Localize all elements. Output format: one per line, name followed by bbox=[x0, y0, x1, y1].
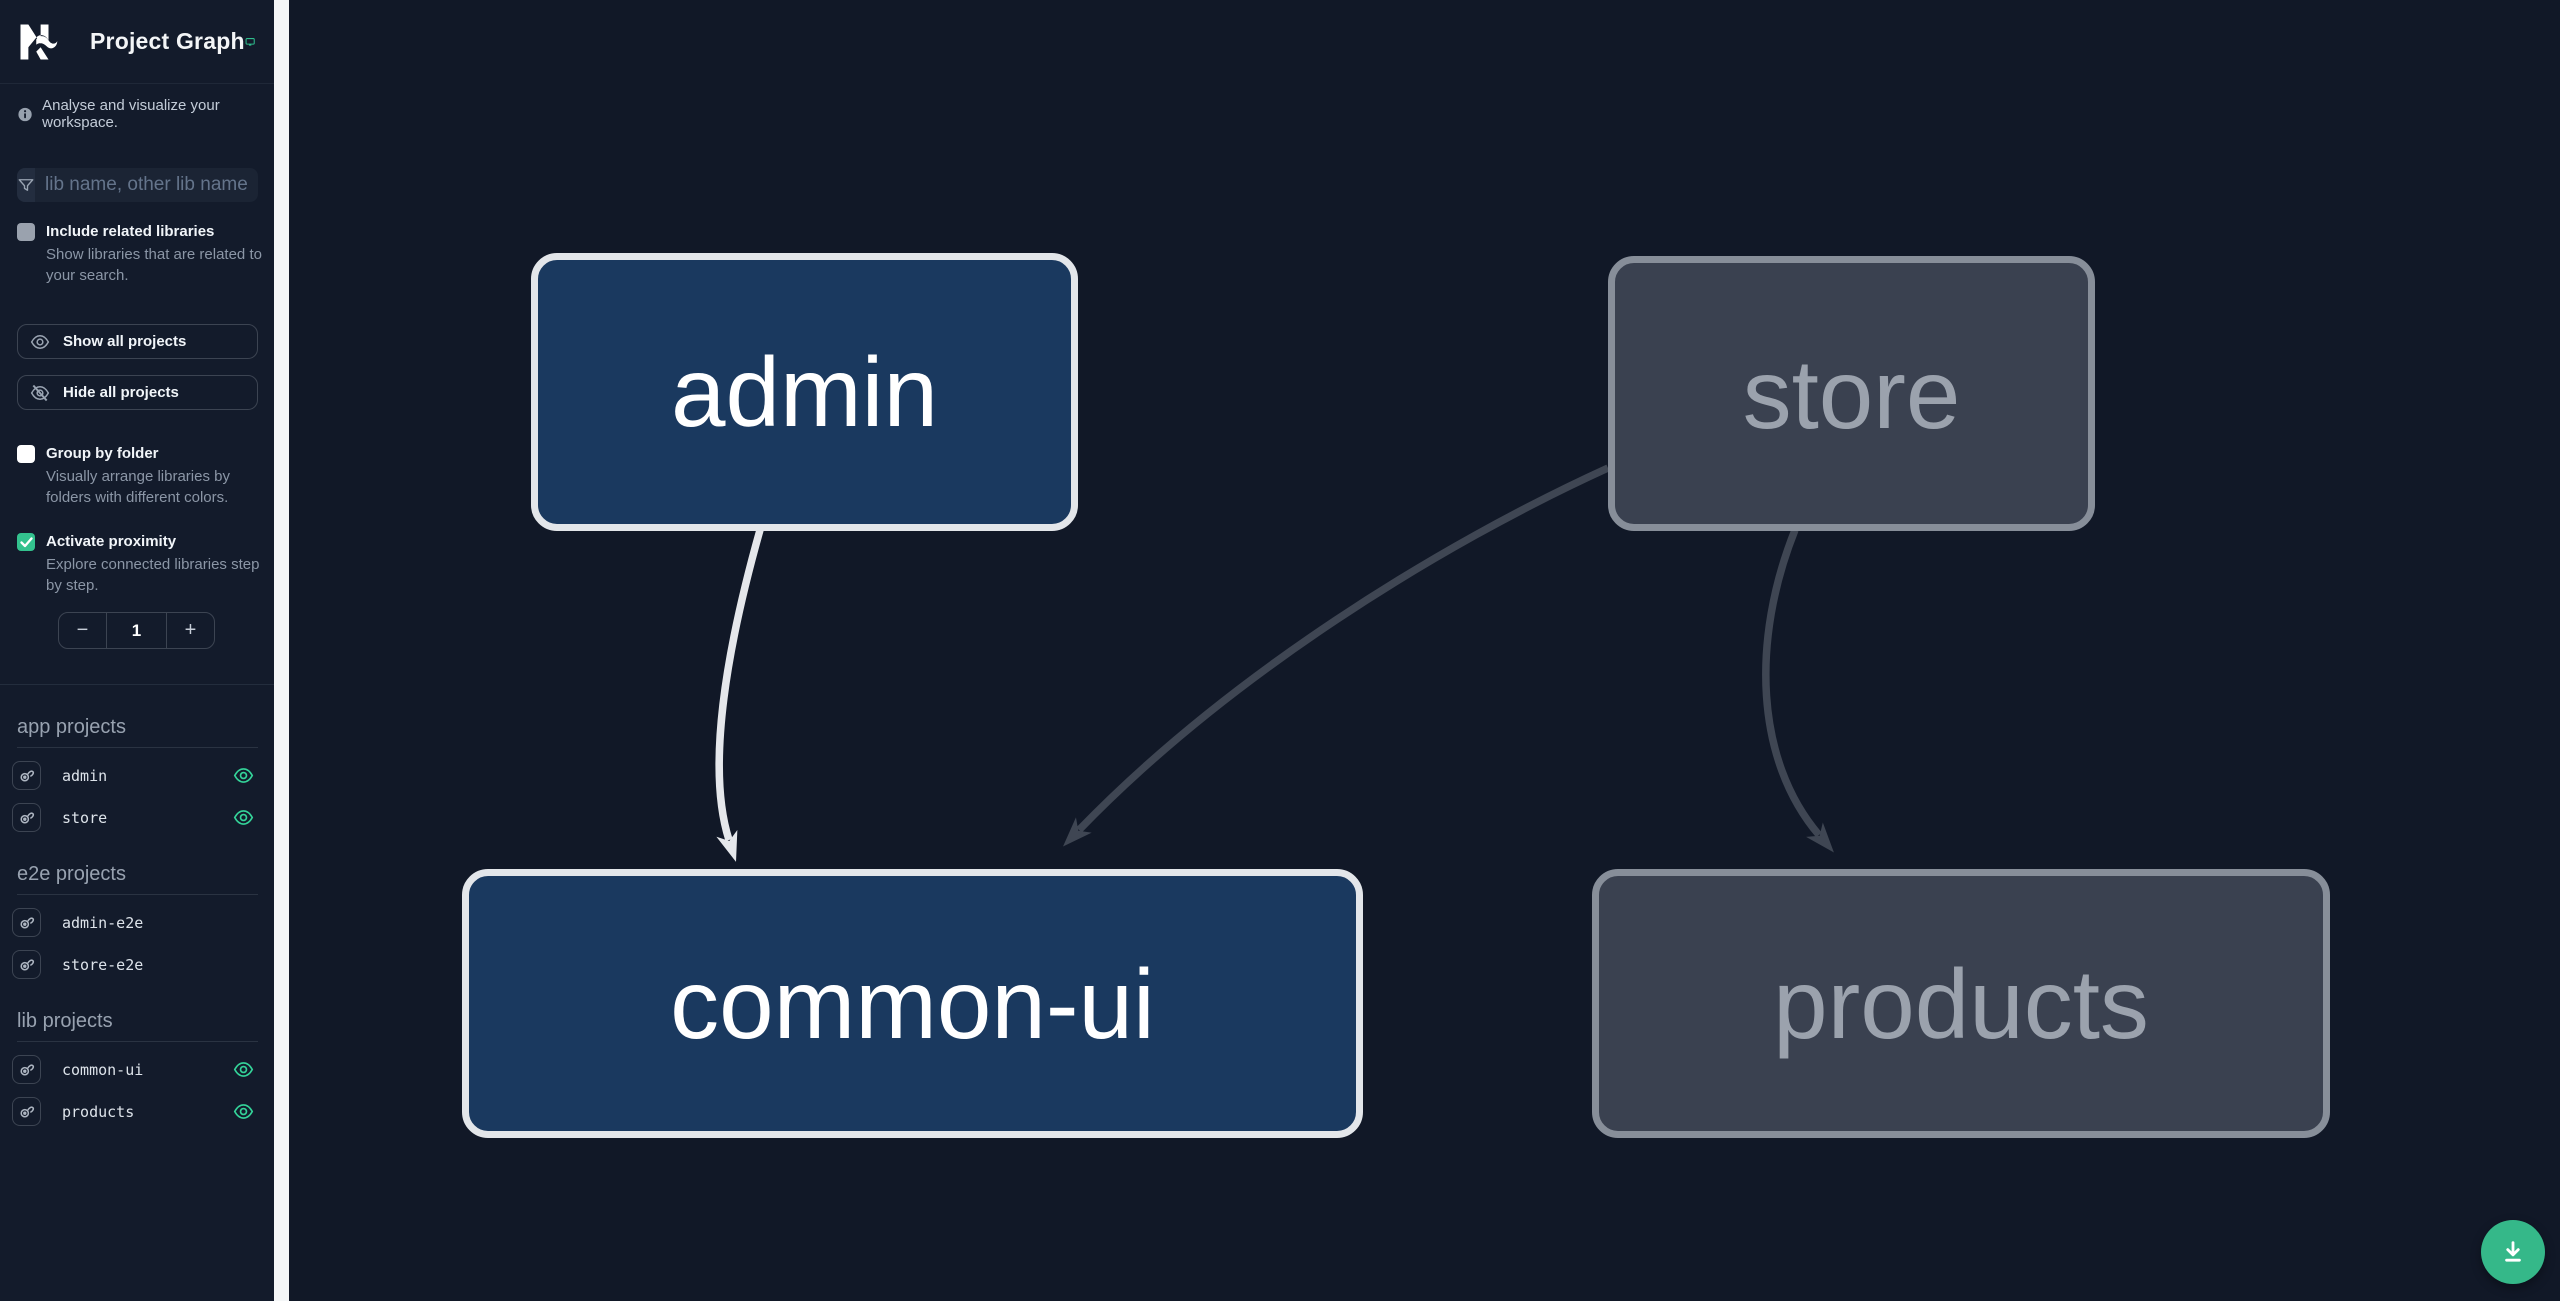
graph-node-admin[interactable]: admin bbox=[531, 253, 1078, 531]
project-name: common-ui bbox=[62, 1060, 144, 1079]
project-name: store bbox=[62, 808, 108, 827]
download-icon bbox=[2505, 1241, 2521, 1262]
focus-project-button[interactable] bbox=[12, 761, 41, 790]
proximity-stepper: − 1 + bbox=[58, 612, 215, 649]
project-row-admin-e2e: admin-e2e bbox=[0, 908, 274, 937]
proximity-value: 1 bbox=[131, 620, 142, 640]
nx-logo bbox=[20, 24, 58, 59]
focus-project-button[interactable] bbox=[12, 908, 41, 937]
focus-project-button[interactable] bbox=[12, 1055, 41, 1084]
activate-proximity-option[interactable]: Activate proximity Explore connected lib… bbox=[0, 532, 274, 596]
section-title-e2e-projects: e2e projects bbox=[17, 863, 126, 885]
group-by-folder-option[interactable]: Group by folder Visually arrange librari… bbox=[0, 444, 274, 508]
focus-project-button[interactable] bbox=[12, 1097, 41, 1126]
node-label: products bbox=[1773, 948, 2149, 1059]
toggle-visibility-eye-icon[interactable] bbox=[232, 1101, 254, 1123]
graph-node-store[interactable]: store bbox=[1608, 256, 2095, 531]
include-related-label: Include related libraries bbox=[46, 223, 215, 240]
focus-icon bbox=[20, 812, 35, 824]
graph-node-products[interactable]: products bbox=[1592, 869, 2330, 1138]
edge-store-to-common-ui bbox=[1063, 464, 1610, 847]
edge-admin-to-common-ui bbox=[715, 528, 764, 862]
focus-icon bbox=[20, 917, 35, 929]
node-label: admin bbox=[671, 337, 938, 447]
graph-node-common-ui[interactable]: common-ui bbox=[462, 869, 1363, 1138]
eye-off-icon bbox=[30, 384, 50, 401]
group-by-folder-checkbox[interactable] bbox=[17, 445, 35, 463]
focus-project-button[interactable] bbox=[12, 803, 41, 832]
activate-proximity-label: Activate proximity bbox=[46, 533, 177, 550]
hide-all-projects-button[interactable]: Hide all projects bbox=[17, 375, 258, 410]
proximity-increment-button[interactable]: + bbox=[166, 613, 214, 648]
activate-proximity-description: Explore connected libraries step by step… bbox=[46, 556, 260, 594]
sidebar: Project Graph Analyse and visualize your… bbox=[0, 0, 274, 1301]
show-all-projects-button[interactable]: Show all projects bbox=[17, 324, 258, 359]
funnel-icon bbox=[17, 168, 35, 202]
monitor-icon bbox=[245, 37, 255, 46]
focus-icon bbox=[20, 1106, 35, 1118]
section-rule bbox=[17, 894, 258, 895]
section-title-app-projects: app projects bbox=[17, 716, 126, 738]
include-related-description: Show libraries that are related to your … bbox=[46, 246, 262, 284]
sidebar-divider bbox=[0, 684, 274, 685]
toggle-visibility-eye-icon[interactable] bbox=[232, 1059, 254, 1081]
include-related-option[interactable]: Include related libraries Show libraries… bbox=[0, 222, 274, 286]
eye-icon bbox=[30, 334, 50, 349]
node-label: common-ui bbox=[670, 948, 1155, 1059]
download-graph-button[interactable] bbox=[2481, 1220, 2545, 1284]
toggle-visibility-eye-icon[interactable] bbox=[232, 765, 254, 787]
focus-icon bbox=[20, 770, 35, 782]
graph-edges bbox=[715, 464, 1834, 862]
workspace-hint: Analyse and visualize your workspace. bbox=[0, 84, 274, 131]
project-row-products: products bbox=[0, 1097, 274, 1126]
toggle-visibility-eye-icon[interactable] bbox=[232, 807, 254, 829]
graph-canvas[interactable]: admin store common-ui products bbox=[289, 0, 2560, 1301]
project-row-store: store bbox=[0, 803, 274, 832]
include-related-checkbox[interactable] bbox=[17, 223, 35, 241]
focus-icon bbox=[20, 1064, 35, 1076]
show-all-projects-label: Show all projects bbox=[63, 333, 187, 350]
app-header: Project Graph bbox=[0, 0, 274, 84]
section-rule bbox=[17, 1041, 258, 1042]
project-row-store-e2e: store-e2e bbox=[0, 950, 274, 979]
checkmark-icon bbox=[19, 536, 33, 547]
project-row-common-ui: common-ui bbox=[0, 1055, 274, 1084]
hide-all-projects-label: Hide all projects bbox=[63, 384, 179, 401]
workspace-hint-text: Analyse and visualize your workspace. bbox=[42, 97, 220, 131]
info-icon bbox=[18, 107, 32, 121]
edge-store-to-products bbox=[1762, 528, 1834, 853]
search-input[interactable] bbox=[35, 168, 258, 202]
project-name: admin bbox=[62, 766, 108, 785]
section-title-lib-projects: lib projects bbox=[17, 1010, 113, 1032]
focus-project-button[interactable] bbox=[12, 950, 41, 979]
focus-icon bbox=[20, 959, 35, 971]
group-by-folder-description: Visually arrange libraries by folders wi… bbox=[46, 468, 230, 506]
project-name: admin-e2e bbox=[62, 913, 144, 932]
page-title: Project Graph bbox=[90, 28, 245, 54]
sidebar-scrollbar[interactable] bbox=[274, 0, 289, 1301]
project-name: store-e2e bbox=[62, 955, 144, 974]
node-label: store bbox=[1742, 338, 1961, 449]
group-by-folder-label: Group by folder bbox=[46, 445, 159, 462]
project-filter bbox=[17, 168, 258, 202]
section-rule bbox=[17, 747, 258, 748]
project-name: products bbox=[62, 1102, 135, 1121]
proximity-decrement-button[interactable]: − bbox=[59, 613, 107, 648]
activate-proximity-checkbox[interactable] bbox=[17, 533, 35, 551]
project-row-admin: admin bbox=[0, 761, 274, 790]
